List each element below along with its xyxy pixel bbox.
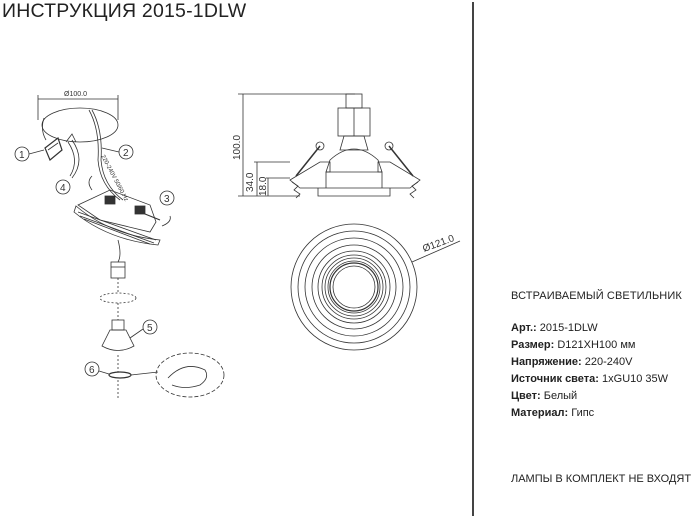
diameter-121-label: Ø121.0: [421, 233, 456, 255]
spec-label: Напряжение:: [511, 356, 582, 368]
spec-label: Цвет:: [511, 390, 541, 402]
spec-color: Цвет: Белый: [511, 388, 668, 405]
spec-size: Размер: D121XH100 мм: [511, 337, 668, 354]
spec-value: D121XH100 мм: [557, 339, 636, 351]
installation-diagram: Ø100.0 1 2 220-240V 50/60 Hz 4 3: [14, 91, 225, 398]
spec-value: Белый: [543, 390, 578, 402]
callout-4: 4: [60, 183, 66, 194]
callout-6: 6: [89, 365, 95, 376]
spec-material: Материал: Гипс: [511, 405, 668, 422]
side-view: 100.0 34.0 18.0: [232, 93, 421, 199]
height-34-label: 34.0: [245, 172, 256, 192]
spec-value: Гипс: [571, 407, 595, 419]
spec-label: Источник света:: [511, 373, 599, 385]
spec-value: 1xGU10 35W: [602, 373, 669, 385]
diameter-100-label: Ø100.0: [64, 91, 87, 98]
vertical-divider: [472, 2, 474, 516]
height-100-label: 100.0: [232, 135, 243, 160]
product-heading: ВСТРАИВАЕМЫЙ СВЕТИЛЬНИК: [511, 290, 682, 302]
height-18-label: 18.0: [258, 176, 269, 196]
spec-value: 220-240V: [584, 356, 633, 368]
spec-light-source: Источник света: 1xGU10 35W: [511, 371, 668, 388]
spec-value: 2015-1DLW: [539, 322, 598, 334]
callout-1: 1: [19, 150, 25, 161]
lamps-not-included-note: ЛАМПЫ В КОМПЛЕКТ НЕ ВХОДЯТ: [511, 473, 692, 485]
document-title: ИНСТРУКЦИЯ 2015-1DLW: [2, 0, 247, 22]
spec-article: Арт.: 2015-1DLW: [511, 320, 668, 337]
spec-label: Размер:: [511, 339, 555, 351]
spec-list: Арт.: 2015-1DLW Размер: D121XH100 мм Нап…: [511, 320, 668, 422]
callout-5: 5: [147, 323, 153, 334]
callout-3: 3: [164, 194, 170, 205]
spec-label: Материал:: [511, 407, 569, 419]
top-view: Ø121.0: [290, 223, 461, 351]
technical-drawings: Ø100.0 1 2 220-240V 50/60 Hz 4 3: [14, 91, 461, 398]
spec-label: Арт.:: [511, 322, 537, 334]
spec-voltage: Напряжение: 220-240V: [511, 354, 668, 371]
callout-2: 2: [123, 148, 129, 159]
